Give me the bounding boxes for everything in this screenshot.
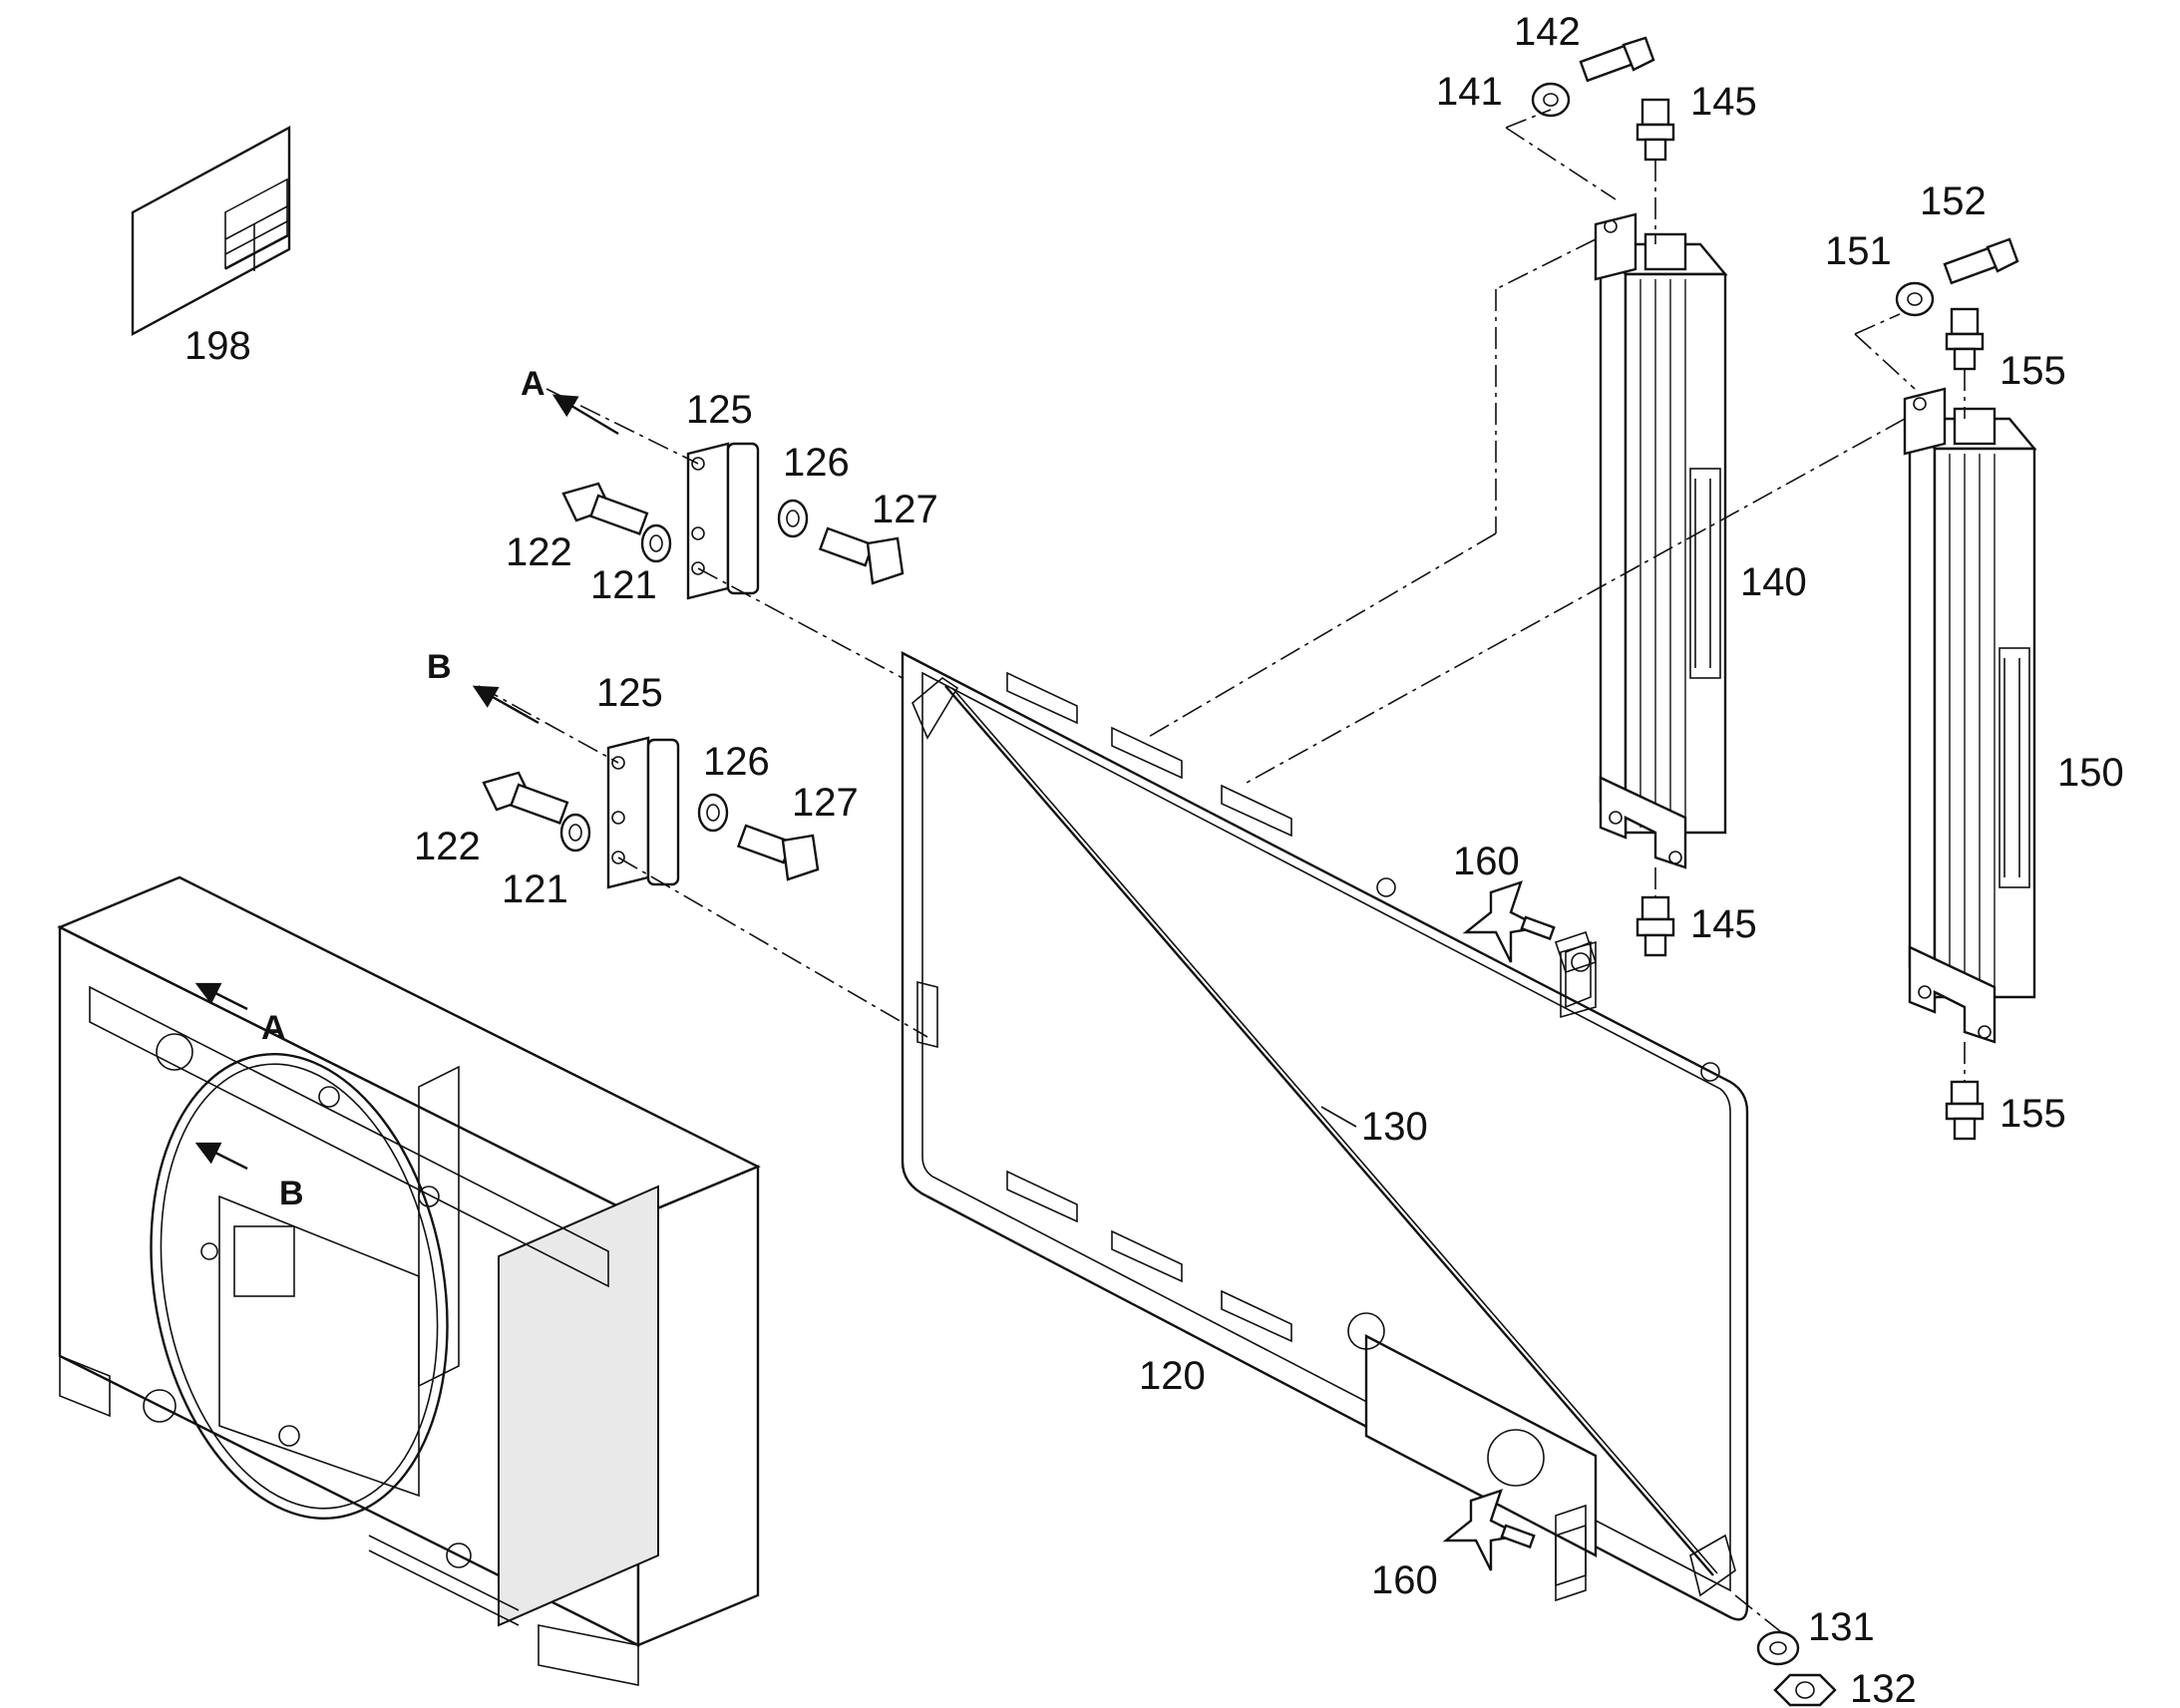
callout-121-b: 121	[502, 867, 568, 911]
callout-126-a: 126	[783, 441, 850, 485]
callout-127-a: 127	[872, 488, 938, 531]
view-ref-a-housing: A	[261, 1009, 286, 1047]
callout-131: 131	[1808, 1605, 1875, 1649]
callout-130: 130	[1361, 1105, 1428, 1149]
wing-knob-160-bottom	[1442, 1489, 1587, 1602]
callout-122-b: 122	[414, 825, 481, 868]
radiator-housing	[57, 875, 761, 1686]
view-ref-a-top: A	[521, 365, 545, 403]
view-ref-b-top: B	[427, 648, 452, 686]
bolt-152	[1943, 237, 2019, 285]
callout-160-top: 160	[1453, 840, 1520, 883]
callout-150: 150	[2057, 751, 2124, 795]
callout-126-b: 126	[703, 740, 770, 784]
callout-145-bottom: 145	[1690, 902, 1757, 946]
callout-125-a: 125	[686, 388, 753, 432]
callout-127-b: 127	[792, 781, 859, 825]
callout-141: 141	[1436, 70, 1503, 114]
callout-labels: 198 125 126 127 122 121 125 126 127 122 …	[184, 10, 2124, 1708]
callout-155-top: 155	[1999, 349, 2066, 393]
mounting-frame-120	[901, 651, 1749, 1621]
callout-122-a: 122	[506, 530, 572, 574]
callout-198: 198	[184, 324, 251, 368]
bolt-142	[1579, 36, 1655, 83]
callout-140: 140	[1740, 560, 1807, 604]
oil-cooler-140	[1594, 212, 1728, 869]
fitting-145-top	[1635, 98, 1675, 162]
nut-132	[1773, 1673, 1837, 1707]
callout-142: 142	[1514, 10, 1581, 54]
fitting-155-bottom	[1945, 1080, 1985, 1141]
callout-155-bottom: 155	[1999, 1092, 2066, 1136]
callout-151: 151	[1825, 229, 1892, 273]
washer-131	[1756, 1630, 1800, 1666]
callout-160-bottom: 160	[1371, 1558, 1438, 1602]
fitting-155-top	[1945, 307, 1985, 371]
callout-121-a: 121	[590, 563, 657, 607]
callout-152: 152	[1920, 179, 1987, 223]
callout-120: 120	[1139, 1354, 1206, 1398]
washer-151	[1895, 281, 1935, 317]
tension-rod-130	[911, 677, 1736, 1597]
hinge-assembly-a	[545, 388, 905, 679]
callout-145-top: 145	[1690, 80, 1757, 124]
callout-132: 132	[1850, 1667, 1917, 1708]
callout-125-b: 125	[596, 671, 663, 715]
view-ref-b-housing: B	[279, 1175, 304, 1212]
wing-knob-160-top	[1462, 880, 1598, 1019]
fitting-145-bottom	[1635, 895, 1675, 957]
washer-141	[1531, 82, 1571, 118]
hinge-assembly-b	[472, 685, 928, 1038]
oil-cooler-150	[1903, 387, 2037, 1044]
drawing-sheet-198	[131, 125, 291, 337]
